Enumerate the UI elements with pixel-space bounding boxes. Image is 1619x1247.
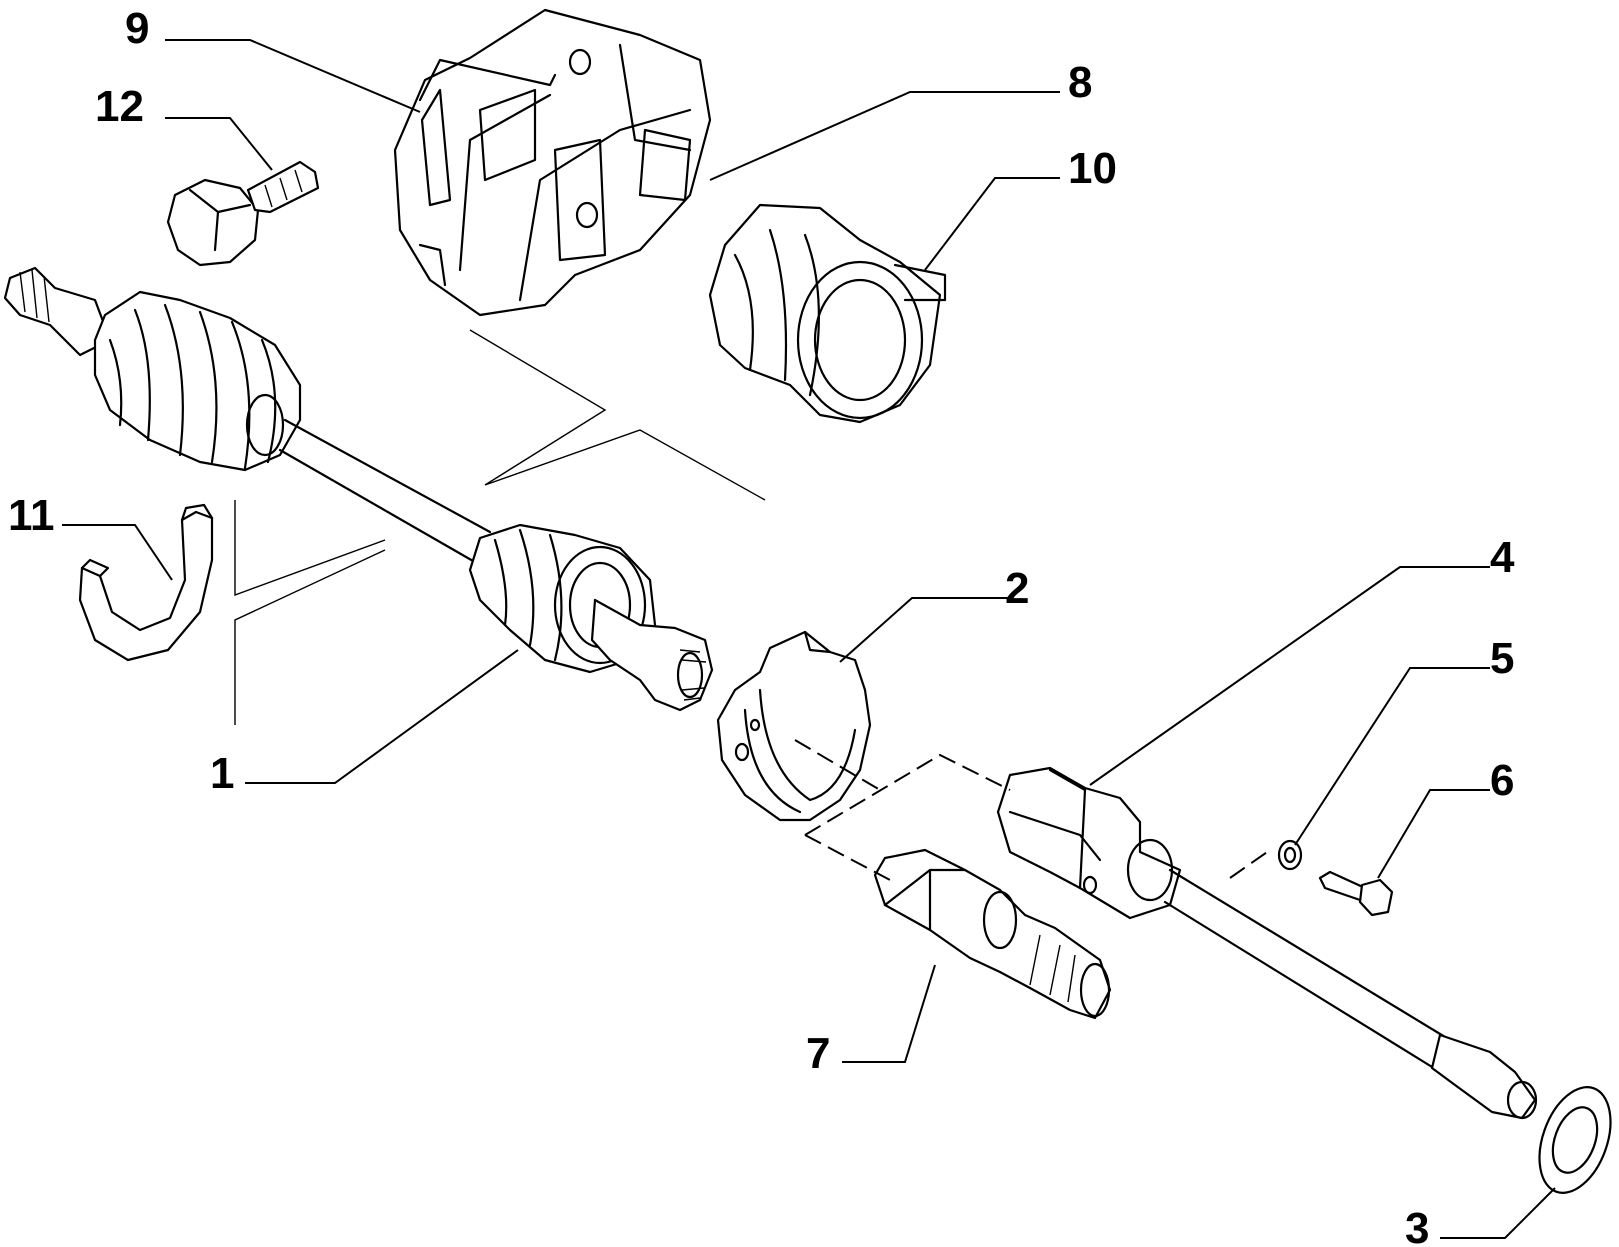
callout-3: 3 <box>1405 1204 1429 1247</box>
callout-4: 4 <box>1490 533 1515 582</box>
callout-9: 9 <box>125 4 149 53</box>
part-2-bracket <box>716 630 872 822</box>
leader-5 <box>1294 667 1490 846</box>
leader-4 <box>1089 566 1490 786</box>
callout-2: 2 <box>1005 564 1029 613</box>
leader-10 <box>924 177 1060 271</box>
callout-8: 8 <box>1068 58 1092 107</box>
part-6-small-bolt <box>1318 870 1394 917</box>
leader-lines <box>62 39 1556 1239</box>
leader-9 <box>165 39 421 113</box>
part-3-washer <box>1538 1086 1612 1194</box>
part-5-ring <box>1277 839 1303 871</box>
part-11-clip <box>78 503 214 662</box>
leader-3 <box>1440 1187 1556 1239</box>
callout-labels: 9 12 8 10 11 1 2 4 5 6 7 3 <box>8 4 1515 1247</box>
leader-11 <box>62 524 173 581</box>
guide-lines <box>234 329 1271 881</box>
part-9-mount-block <box>393 8 712 317</box>
callout-6: 6 <box>1490 756 1514 805</box>
callout-7: 7 <box>806 1029 830 1078</box>
part-4-right-shaft <box>996 766 1538 1120</box>
leader-2 <box>839 597 1010 663</box>
part-7-stub-shaft <box>873 848 1112 1020</box>
callout-10: 10 <box>1068 144 1117 193</box>
part-12-bolt <box>166 160 320 267</box>
leader-12 <box>165 117 273 171</box>
part-10-bushing <box>708 203 947 424</box>
leader-7 <box>842 964 936 1063</box>
callout-1: 1 <box>210 749 234 798</box>
leader-1 <box>245 649 519 784</box>
leader-6 <box>1377 789 1490 879</box>
callout-11: 11 <box>8 491 55 540</box>
leader-8 <box>709 91 1060 181</box>
part-1-driveshaft <box>3 266 714 712</box>
callout-12: 12 <box>95 82 144 131</box>
callout-5: 5 <box>1490 634 1514 683</box>
